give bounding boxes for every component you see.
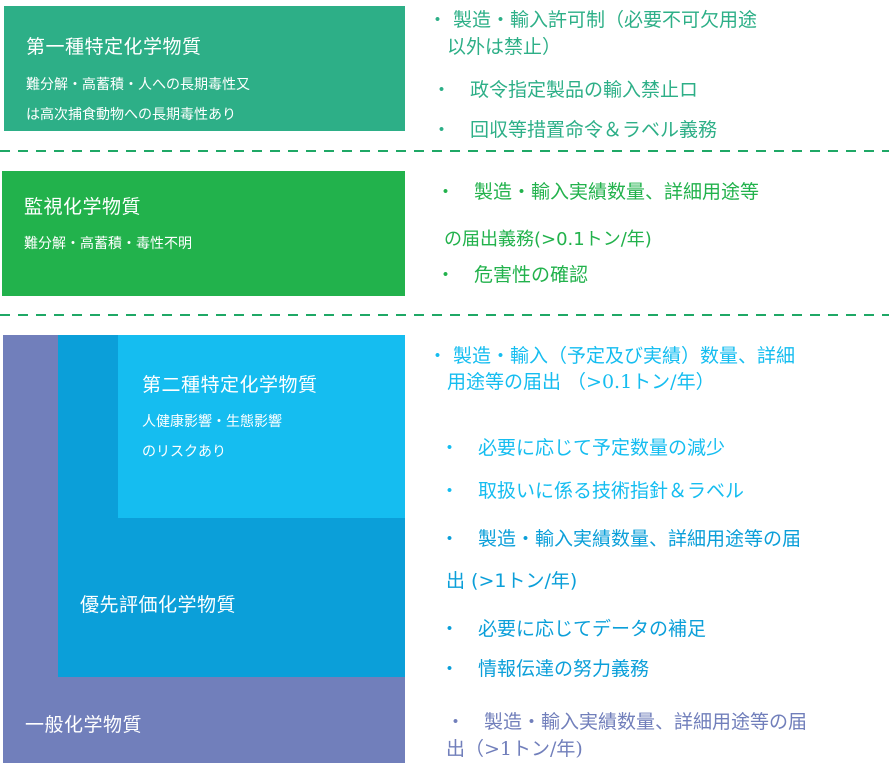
type1-description-line: は高次捕食動物への長期毒性あり: [26, 107, 236, 123]
divider-dashed-line: [0, 150, 889, 152]
monitoring-obligation-1-cont: の届出義務(>0.1トン/年): [444, 229, 652, 250]
priority-title: 優先評価化学物質: [80, 594, 237, 616]
type2-obligation-3: ・ 取扱いに係る技術指針＆ラベル: [440, 480, 745, 502]
general-obligation-1-cont: 出（>1トン/年): [446, 738, 583, 760]
type2-obligation-2: ・ 必要に応じて予定数量の減少: [440, 437, 726, 459]
type1-obligation-1-cont: 以外は禁止）: [428, 36, 562, 58]
monitoring-title: 監視化学物質: [24, 196, 142, 218]
type2-description: 人健康影響・生態影響 のリスクあり: [142, 407, 282, 467]
monitoring-chemical-box: 監視化学物質 難分解・高蓄積・毒性不明: [2, 171, 405, 296]
type2-description-line: 人健康影響・生態影響: [142, 414, 282, 430]
general-obligation-1: ・ 製造・輸入実績数量、詳細用途等の届: [446, 711, 808, 733]
type1-obligation-1: ・ 製造・輸入許可制（必要不可欠用途: [428, 9, 758, 31]
type2-specified-chemical-box: 第二種特定化学物質 人健康影響・生態影響 のリスクあり: [118, 335, 405, 518]
priority-obligation-1: ・ 製造・輸入実績数量、詳細用途等の届: [440, 528, 802, 550]
priority-obligation-1-cont: 出 (>1トン/年): [446, 570, 578, 592]
divider-dashed-line: [0, 314, 889, 316]
monitoring-obligation-2: ・ 危害性の確認: [436, 264, 589, 286]
priority-obligation-3: ・ 情報伝達の努力義務: [440, 658, 650, 680]
priority-obligation-2: ・ 必要に応じてデータの補足: [440, 618, 707, 640]
type1-specified-chemical-box: 第一種特定化学物質 難分解・高蓄積・人への長期毒性又 は高次捕食動物への長期毒性…: [4, 6, 405, 131]
type1-description: 難分解・高蓄積・人への長期毒性又 は高次捕食動物への長期毒性あり: [26, 70, 250, 130]
type1-title: 第一種特定化学物質: [26, 36, 202, 58]
type1-obligation-3: ・ 回収等措置命令＆ラベル義務: [432, 119, 718, 141]
monitoring-obligation-1: ・ 製造・輸入実績数量、詳細用途等: [436, 181, 760, 203]
type2-description-line: のリスクあり: [142, 444, 226, 460]
monitoring-description: 難分解・高蓄積・毒性不明: [24, 236, 192, 252]
type1-obligation-2: ・ 政令指定製品の輸入禁止ロ: [432, 79, 699, 101]
type2-obligation-1: ・ 製造・輸入（予定及び実績）数量、詳細: [428, 345, 796, 367]
general-title: 一般化学物質: [25, 714, 143, 736]
type2-obligation-1-cont: 用途等の届出 （>0.1トン/年）: [428, 371, 715, 393]
type2-title: 第二種特定化学物質: [142, 374, 318, 396]
type1-description-line: 難分解・高蓄積・人への長期毒性又: [26, 77, 250, 93]
